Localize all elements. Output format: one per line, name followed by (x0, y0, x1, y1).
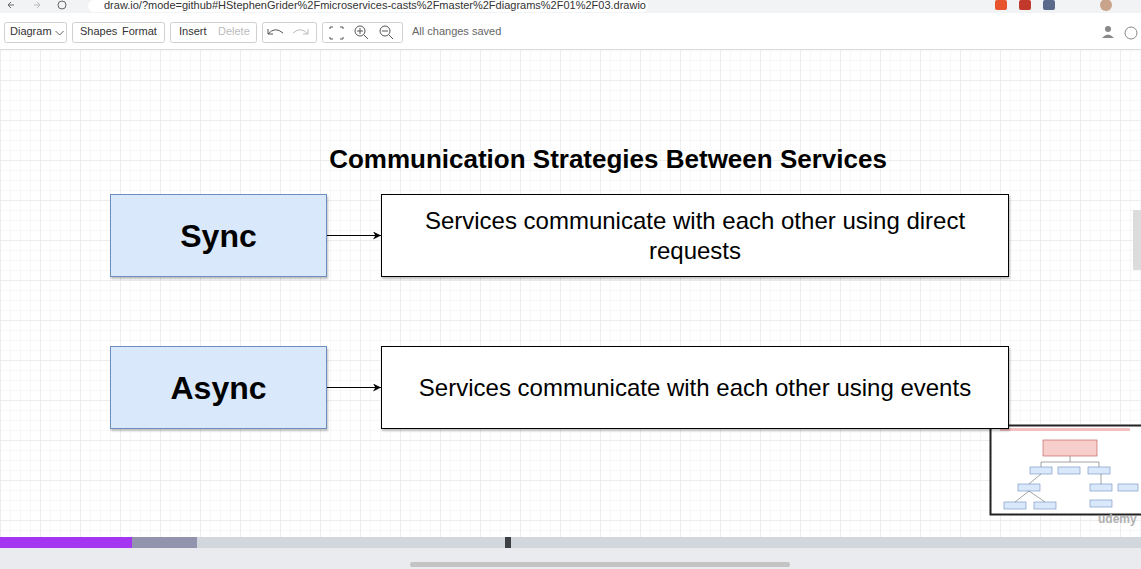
toolbar-button (5, 23, 67, 43)
extension-icon (995, 0, 1007, 10)
description-box: Services communicate with each other usi… (381, 346, 1009, 429)
toolbar-button (171, 23, 257, 43)
zoom-in-icon (357, 28, 368, 39)
toolbar (0, 13, 1141, 50)
toolbar-button (73, 23, 165, 43)
extension-icon (1019, 0, 1031, 10)
scrollbar (410, 562, 790, 567)
scrollbar (1133, 210, 1141, 270)
user-icon (1102, 35, 1114, 39)
dropdown-caret (56, 31, 64, 35)
avatar-icon (1100, 0, 1112, 11)
strategy-name: Async (170, 368, 266, 408)
strategy-name: Sync (180, 216, 256, 256)
language-icon (1125, 27, 1137, 39)
menu-button: Diagram (10, 25, 52, 37)
user-icon (1105, 26, 1111, 32)
arrow-connector (327, 235, 381, 236)
extension-icon (1043, 0, 1055, 10)
redo-icon (293, 29, 308, 34)
undo-icon (268, 29, 283, 34)
strategy-box: Async (110, 346, 327, 429)
save-status: All changes saved (412, 25, 501, 37)
video-controls (0, 548, 1141, 569)
toolbar-button (323, 23, 403, 43)
strategy-description: Services communicate with each other usi… (396, 206, 994, 266)
menu-button: Delete (218, 25, 250, 37)
progress-buffer (132, 537, 197, 548)
toolbar-button (263, 23, 317, 43)
progress-marker (505, 537, 511, 548)
menu-button: Insert (179, 25, 207, 37)
toolbar-border (0, 49, 1141, 50)
description-box: Services communicate with each other usi… (381, 194, 1009, 277)
progress-track (0, 537, 1141, 548)
preview-thumbnail (991, 426, 1141, 515)
zoom-out-icon (382, 31, 393, 39)
canvas-grid-major (0, 50, 1141, 537)
progress-played (0, 537, 132, 548)
strategy-box: Sync (110, 194, 327, 277)
reload-icon (58, 1, 66, 9)
strategy-description: Services communicate with each other usi… (419, 373, 971, 403)
forward-icon (34, 2, 40, 8)
url-text: draw.io/?mode=github#HStephenGrider%2Fmi… (104, 0, 646, 11)
menu-button: Shapes (80, 25, 117, 37)
diagram-title: Communication Strategies Between Service… (329, 144, 887, 175)
menu-button: Format (122, 25, 157, 37)
back-icon (8, 2, 14, 8)
url-field (88, 0, 648, 12)
arrow-connector (327, 387, 381, 388)
watermark: udemy (1098, 512, 1137, 526)
canvas-grid (0, 50, 1141, 537)
browser-bar (0, 0, 1141, 13)
fullscreen-icon (330, 27, 343, 39)
